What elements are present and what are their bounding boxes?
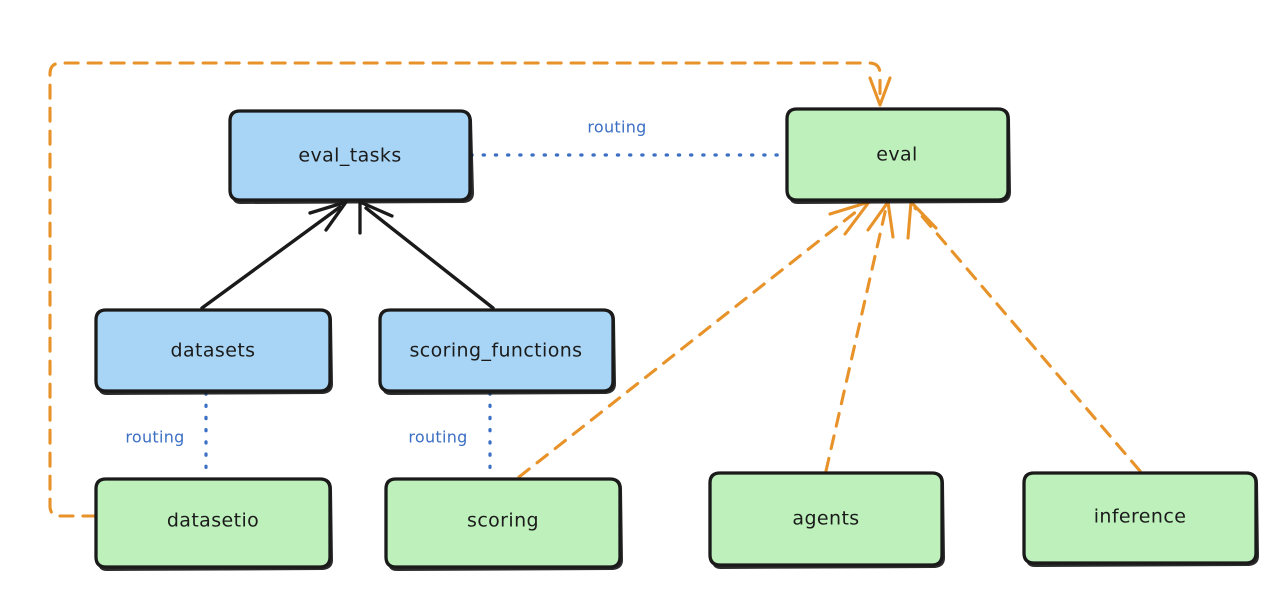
edge-scoring-functions-eval-tasks [358,200,495,310]
edge-label-routing-scoring-functions: routing [408,428,467,447]
node-label-scoring: scoring [467,510,539,532]
node-agents[interactable]: agents [708,471,945,569]
node-label-scoring-functions: scoring_functions [410,340,583,362]
node-eval[interactable]: eval [785,107,1011,204]
edge-datasets-eval-tasks [200,200,348,310]
edge-label-routing-eval-tasks: routing [587,118,646,137]
edge-label-routing-datasets: routing [125,428,184,447]
edge-label-layer: routing routing routing [125,118,646,447]
node-label-datasetio: datasetio [167,510,259,532]
edge-datasetio-eval [48,61,892,518]
node-scoring[interactable]: scoring [384,477,623,571]
node-scoring-functions[interactable]: scoring_functions [378,308,616,395]
node-label-inference: inference [1094,506,1187,528]
node-datasetio[interactable]: datasetio [94,477,333,571]
node-eval-tasks[interactable]: eval_tasks [228,109,474,204]
node-datasets[interactable]: datasets [94,308,333,395]
edge-agents-eval [824,200,895,473]
node-label-datasets: datasets [171,340,256,362]
node-label-eval-tasks: eval_tasks [298,145,401,167]
edge-inference-eval [906,200,1142,473]
node-label-eval: eval [876,144,917,166]
node-label-agents: agents [792,508,859,530]
node-inference[interactable]: inference [1022,471,1259,567]
